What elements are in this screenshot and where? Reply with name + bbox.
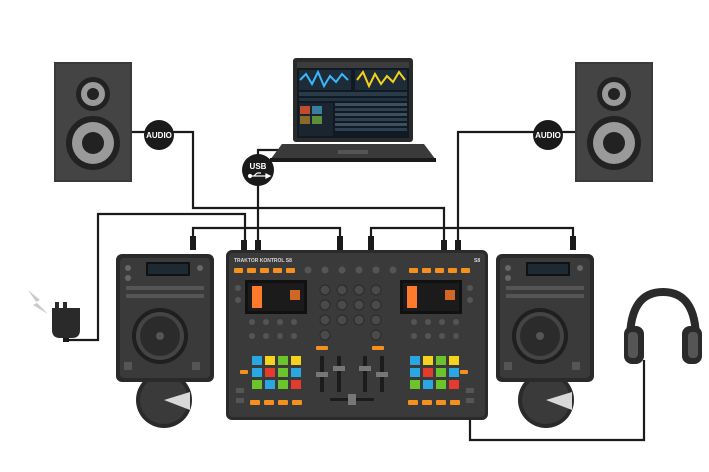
right-deck xyxy=(496,254,594,382)
usb-label-text: USB xyxy=(250,162,267,171)
controller-mark-text: S8 xyxy=(474,258,480,264)
audio-label-left-text: AUDIO xyxy=(146,131,172,140)
cable-right-deck xyxy=(369,226,575,250)
speaker-icon xyxy=(54,62,132,182)
turntable-icon xyxy=(518,372,574,428)
dj-controller-icon: TRAKTOR KONTROL S8 S8 xyxy=(226,250,488,420)
audio-label-left: AUDIO xyxy=(144,120,174,150)
turntable-icon xyxy=(136,372,192,428)
audio-label-right: AUDIO xyxy=(533,120,563,150)
headphones-icon xyxy=(624,287,702,364)
laptop-icon xyxy=(270,58,436,162)
speaker-icon xyxy=(575,62,653,182)
connector-plugs xyxy=(190,236,576,254)
usb-badge: USB xyxy=(242,154,274,186)
cable-power xyxy=(68,212,247,342)
power-adapter-icon xyxy=(52,302,80,342)
cable-right-speaker xyxy=(456,130,575,250)
controller-brand-text: TRAKTOR KONTROL S8 xyxy=(234,258,292,264)
cable-usb xyxy=(256,148,286,250)
usb-icon xyxy=(247,172,272,179)
audio-label-right-text: AUDIO xyxy=(535,131,561,140)
cable-left-deck xyxy=(191,226,342,250)
right-pad-grid xyxy=(410,356,459,389)
left-deck xyxy=(116,254,214,382)
cable-headphones xyxy=(468,360,646,442)
left-pad-grid xyxy=(252,356,301,389)
lightning-icon xyxy=(28,290,48,314)
